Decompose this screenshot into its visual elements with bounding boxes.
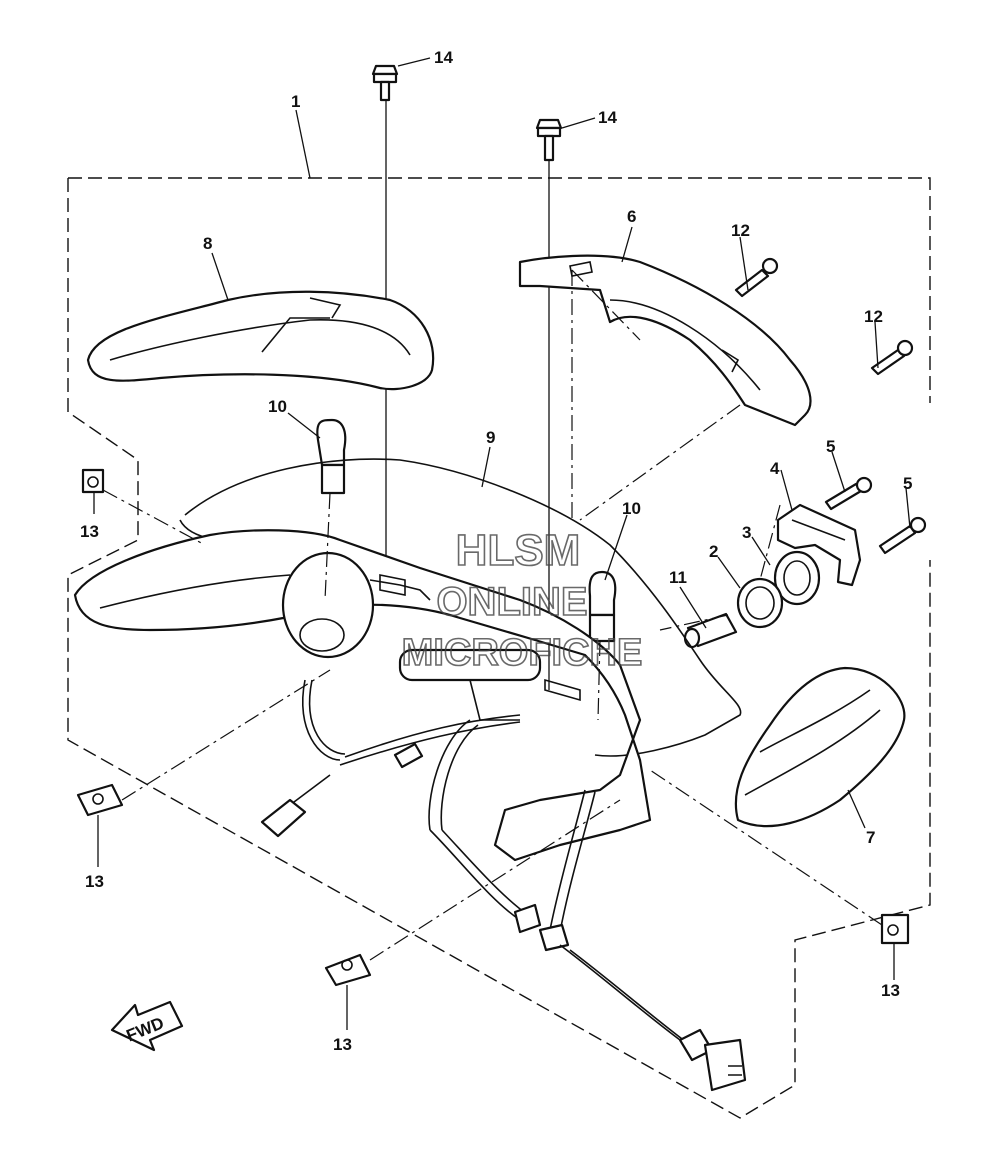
callout-10-right: 10 — [622, 499, 641, 518]
callout-14-left: 14 — [434, 48, 453, 67]
callout-6: 6 — [627, 207, 636, 226]
callout-4: 4 — [770, 459, 780, 478]
nut-13-a — [81, 468, 105, 494]
callout-13-a: 13 — [80, 522, 99, 541]
ring-2 — [736, 577, 784, 629]
bulb-10-right — [588, 570, 617, 643]
watermark-line1: HLSM — [456, 526, 581, 575]
lens-8 — [86, 290, 435, 391]
nut-13-d — [880, 913, 910, 945]
screw-5-lower — [878, 516, 927, 555]
bulb-11 — [683, 612, 738, 649]
housing-body — [73, 529, 652, 862]
ring-3 — [773, 550, 821, 606]
bracket-4 — [776, 503, 862, 587]
callout-labels: 1 14 14 8 6 12 12 10 9 5 4 5 13 10 3 2 1… — [80, 48, 912, 1054]
callout-9: 9 — [486, 428, 495, 447]
fwd-arrow: FWD — [110, 1000, 184, 1052]
watermark-line3: MICROFICHE — [402, 632, 643, 674]
callout-13-b: 13 — [85, 872, 104, 891]
wiring-harness — [260, 679, 747, 1092]
callout-12-upper: 12 — [731, 221, 750, 240]
callout-11: 11 — [669, 568, 687, 587]
watermark-line2: ONLINE — [436, 580, 587, 624]
callout-13-c: 13 — [333, 1035, 352, 1054]
callout-14-right: 14 — [598, 108, 617, 127]
screw-12-upper — [734, 257, 779, 298]
callout-2: 2 — [709, 542, 718, 561]
assembly-boundary — [67, 177, 931, 1119]
bolt-14-right — [535, 118, 563, 162]
leader-lines — [93, 57, 911, 1030]
bulb-10-left — [316, 418, 347, 495]
alignment-lines — [102, 269, 883, 961]
lens-7 — [734, 666, 906, 828]
nut-13-b — [76, 783, 124, 817]
bolt-14-left — [371, 64, 399, 102]
callout-8: 8 — [203, 234, 212, 253]
callout-1: 1 — [291, 92, 300, 111]
callout-12-lower: 12 — [864, 307, 883, 326]
callout-7: 7 — [866, 828, 875, 847]
watermark: HLSM ONLINE MICROFICHE — [401, 525, 643, 675]
callout-5-upper: 5 — [826, 437, 835, 456]
callout-3: 3 — [742, 523, 751, 542]
callout-13-d: 13 — [881, 981, 900, 1000]
callout-10-left: 10 — [268, 397, 287, 416]
nut-13-c — [324, 953, 372, 987]
screw-5-upper — [824, 476, 873, 511]
callout-5-lower: 5 — [903, 474, 912, 493]
lens-6 — [518, 254, 812, 427]
screw-12-lower — [870, 339, 914, 376]
